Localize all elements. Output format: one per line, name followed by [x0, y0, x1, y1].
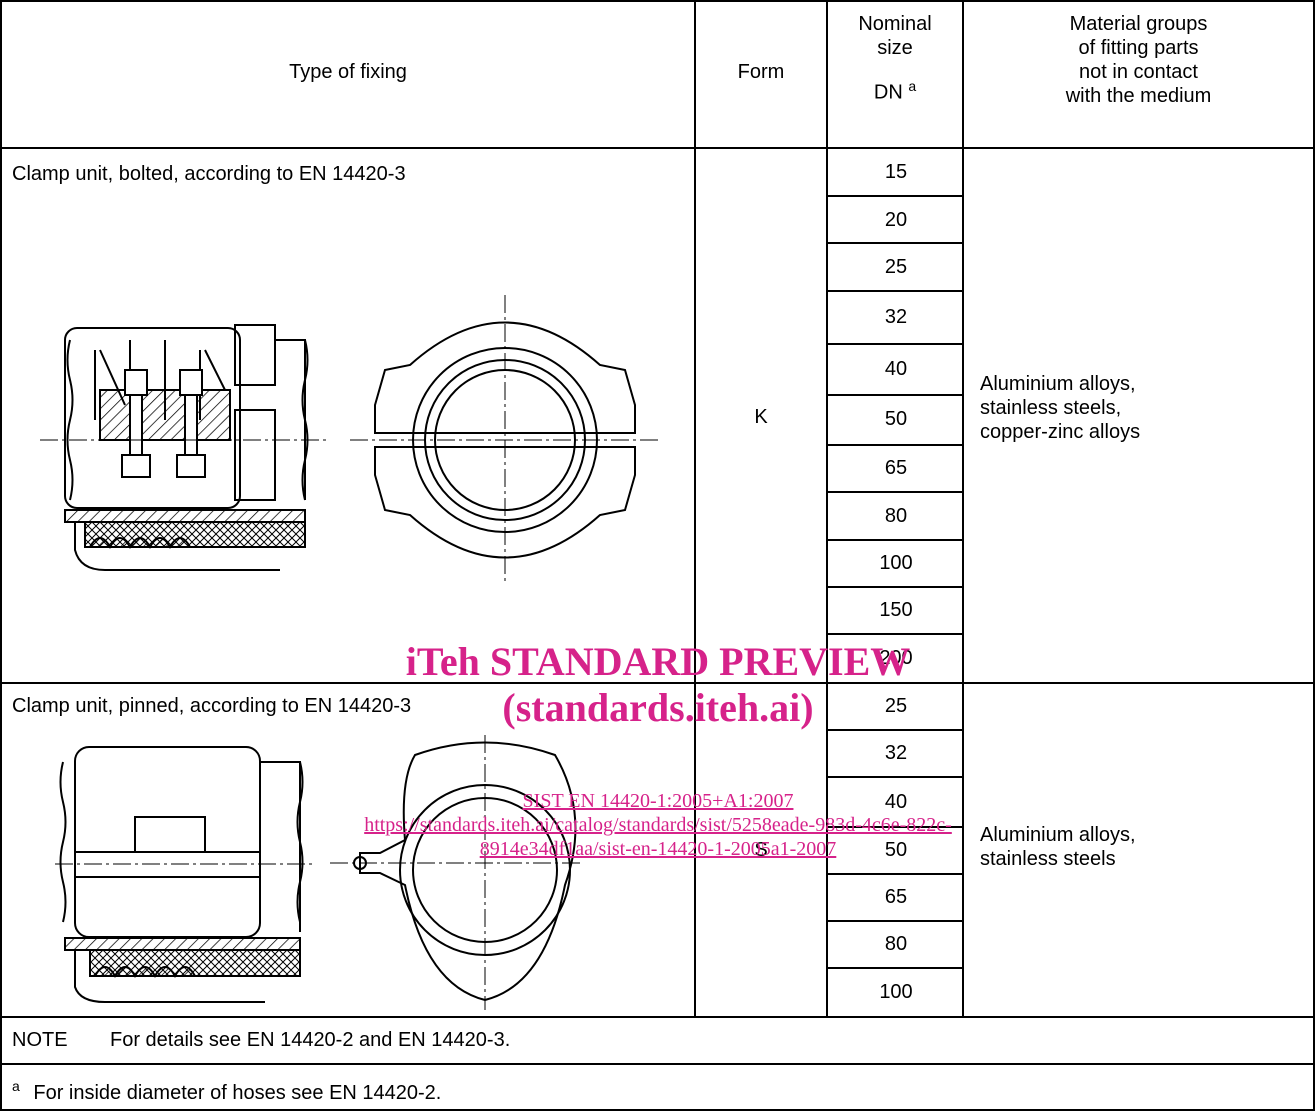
- watermark-standard-link[interactable]: SIST EN 14420-1:2005+A1:2007: [522, 790, 794, 812]
- row-s-form: S: [754, 839, 768, 861]
- size-value: 32: [884, 306, 908, 328]
- size-divider: [826, 729, 964, 731]
- size-value: 50: [884, 408, 908, 430]
- size-value: 65: [884, 886, 908, 908]
- size-divider: [826, 586, 964, 588]
- row-k-material-line2: stainless steels,: [980, 397, 1122, 419]
- size-divider: [826, 444, 964, 446]
- note-text: For details see EN 14420-2 and EN 14420-…: [110, 1029, 511, 1051]
- pinned-clamp-section-drawing: [55, 746, 315, 1003]
- watermark-subtitle: (standards.iteh.ai): [502, 685, 814, 730]
- watermark-title: iTeh STANDARD PREVIEW: [405, 639, 911, 684]
- header-type-of-fixing: Type of fixing: [289, 61, 407, 83]
- note-label: NOTE: [12, 1029, 68, 1051]
- footnote: a For inside diameter of hoses see EN 14…: [12, 1074, 441, 1105]
- size-divider: [826, 539, 964, 541]
- size-value: 65: [884, 457, 908, 479]
- size-divider: [826, 290, 964, 292]
- size-value: 15: [884, 161, 908, 183]
- size-divider: [826, 242, 964, 244]
- row-k-type: Clamp unit, bolted, according to EN 1442…: [12, 163, 406, 185]
- col-divider-3: [962, 0, 964, 1017]
- row-s-type: Clamp unit, pinned, according to EN 1442…: [12, 695, 412, 717]
- size-divider: [826, 873, 964, 875]
- size-value: 20: [884, 209, 908, 231]
- size-divider: [826, 920, 964, 922]
- table-border-top: [0, 0, 1315, 2]
- size-divider: [826, 343, 964, 345]
- row-k-material: Aluminium alloys, stainless steels, copp…: [980, 372, 1140, 444]
- header-nominal-size-line3: DN a: [828, 74, 962, 105]
- header-dn-label: DN: [873, 81, 903, 104]
- row-k-material-line3: copper-zinc alloys: [980, 421, 1141, 443]
- header-material-line3: not in contact: [1079, 61, 1198, 83]
- size-value: 25: [884, 256, 908, 278]
- row-divider: [0, 682, 1315, 684]
- size-divider: [826, 394, 964, 396]
- col-divider-1: [694, 0, 696, 1017]
- size-value: 100: [879, 981, 913, 1003]
- row-k-form: K: [754, 406, 768, 428]
- note-divider: [0, 1016, 1315, 1018]
- size-value: 200: [879, 647, 913, 669]
- row-s-material-line2: stainless steels: [980, 848, 1116, 870]
- header-nominal-size-line1: Nominal: [858, 13, 932, 35]
- header-dn-footnote-mark: a: [908, 78, 917, 94]
- size-divider: [826, 491, 964, 493]
- watermark-url-line2[interactable]: 8914e34df1aa/sist-en-14420-1-2005a1-2007: [479, 838, 837, 860]
- size-value: 50: [884, 839, 908, 861]
- footnote-divider: [0, 1063, 1315, 1065]
- row-s-material-line1: Aluminium alloys,: [980, 824, 1136, 846]
- header-material-line1: Material groups: [1069, 13, 1208, 35]
- pinned-clamp-front-drawing: [330, 735, 580, 1010]
- bolted-clamp-section-drawing: [40, 324, 330, 571]
- footnote-mark: a: [12, 1078, 20, 1094]
- size-value: 40: [884, 358, 908, 380]
- table-border-right: [1313, 0, 1315, 1111]
- size-value: 80: [884, 933, 908, 955]
- size-value: 100: [879, 552, 913, 574]
- table-border-bottom: [0, 1109, 1315, 1111]
- row-k-material-line1: Aluminium alloys,: [980, 373, 1136, 395]
- size-value: 40: [884, 791, 908, 813]
- size-value: 32: [884, 742, 908, 764]
- header-form: Form: [737, 61, 785, 83]
- size-divider: [826, 776, 964, 778]
- header-nominal-size-line2: size: [877, 37, 913, 59]
- header-nominal-size: Nominal size DN a: [828, 12, 962, 105]
- col-divider-2: [826, 0, 828, 1017]
- header-material-line4: with the medium: [1065, 85, 1212, 107]
- size-divider: [826, 826, 964, 828]
- row-s-material: Aluminium alloys, stainless steels: [980, 823, 1136, 871]
- bolted-clamp-front-drawing: [350, 295, 660, 585]
- size-value: 150: [879, 599, 913, 621]
- table-border-left: [0, 0, 2, 1111]
- size-divider: [826, 967, 964, 969]
- size-value: 25: [884, 695, 908, 717]
- header-material-groups: Material groups of fitting parts not in …: [964, 12, 1313, 108]
- watermark-url-line1[interactable]: https://standards.iteh.ai/catalog/standa…: [364, 814, 952, 836]
- header-material-line2: of fitting parts: [1078, 37, 1199, 59]
- size-divider: [826, 633, 964, 635]
- size-value: 80: [884, 505, 908, 527]
- header-divider: [0, 147, 1315, 149]
- footnote-text: For inside diameter of hoses see EN 1442…: [33, 1081, 442, 1104]
- size-divider: [826, 195, 964, 197]
